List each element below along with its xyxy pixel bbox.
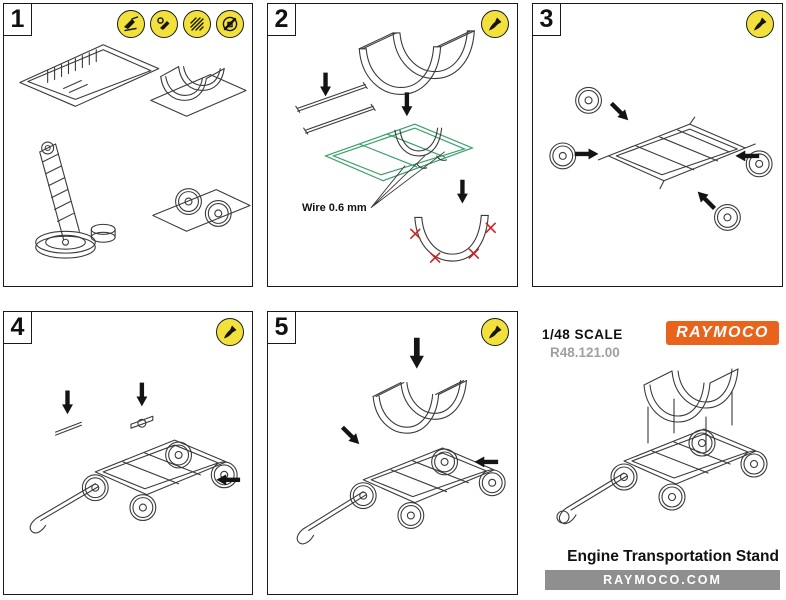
step-5-symbols [481,318,509,346]
step-1-illustration [19,44,251,259]
cut-icon [117,10,145,38]
step-4-illustration [29,382,241,534]
step-panel-3: 3 [532,3,783,287]
website-bar: RAYMOCO.COM [545,570,780,590]
step-number: 2 [268,4,296,36]
product-title: Engine Transportation Stand [567,548,779,565]
glue-icon [481,10,509,38]
glue-icon [216,318,244,346]
step-number: 1 [4,4,32,36]
step-number: 5 [268,312,296,344]
sand-icon [183,10,211,38]
brand-logo: RAYMOCO [666,321,779,345]
final-panel: 1/48 SCALE R48.121.00 RAYMOCO Engine Tra… [532,311,783,597]
step-5-illustration [296,337,506,545]
wire-note: Wire 0.6 mm [302,202,367,214]
step-panel-4: 4 [3,311,253,595]
step-1-symbols [117,10,244,38]
step-4-symbols [216,318,244,346]
glue-icon [481,318,509,346]
step-2-symbols [481,10,509,38]
step-panel-5: 5 [267,311,518,595]
step-3-illustration [549,86,773,231]
final-assembly-illustration [556,368,768,525]
trim-icon [150,10,178,38]
step-number: 4 [4,312,32,344]
glue-icon [746,10,774,38]
step-number: 3 [533,4,561,36]
step-panel-2: 2 Wire 0.6 mm [267,3,518,287]
step-2-illustration [295,30,496,263]
step-3-symbols [746,10,774,38]
step-panel-1: 1 [3,3,253,287]
do-not-glue-icon [216,10,244,38]
product-code: R48.121.00 [550,345,620,360]
scale-label: 1/48 SCALE [542,327,623,342]
